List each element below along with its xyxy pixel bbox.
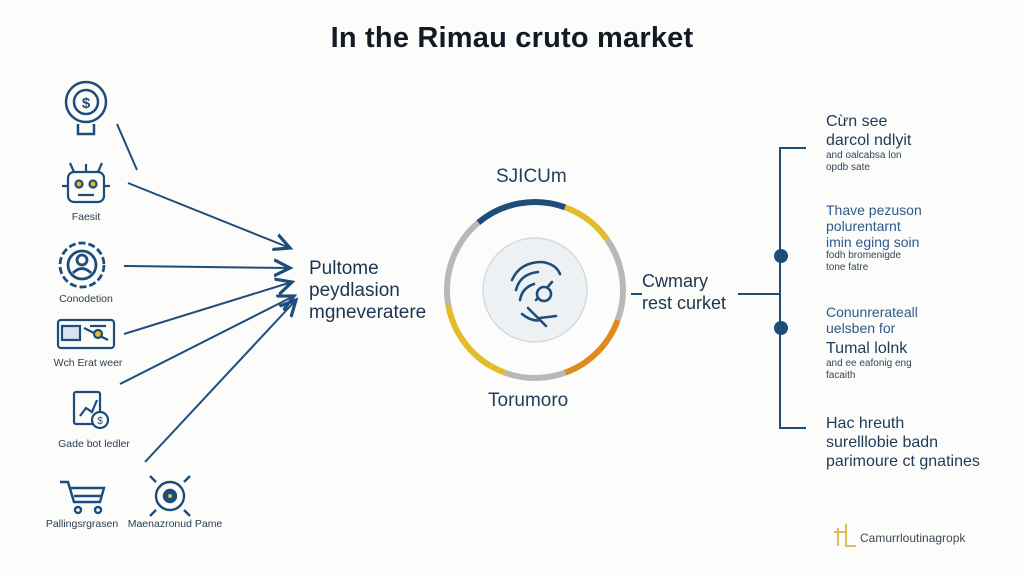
right-bracket (738, 147, 806, 429)
wallet-icon (56, 318, 116, 350)
ring-side-line: rest curket (642, 293, 727, 313)
right-block-detail: fodh bromenigde (826, 250, 902, 261)
center-text-block: Pultome peydlasion mgneveratere (309, 258, 426, 324)
target-icon (149, 475, 191, 517)
right-block-heading: Cừn see (826, 113, 888, 130)
right-block-heading: Tumal lolnk (826, 340, 908, 357)
svg-text:$: $ (82, 95, 91, 112)
ring-segment (564, 319, 621, 376)
icon-label-user-gear: Conodetion (59, 293, 113, 305)
icon-label-robot: Faesit (71, 211, 101, 223)
center-text-line: peydlasion (309, 280, 400, 301)
robot-icon (62, 162, 110, 204)
right-block-heading: darcol ndlyit (826, 132, 912, 149)
right-block-heading: Thave pezuson (826, 202, 922, 218)
ring-segment (476, 199, 567, 225)
center-text-line: Pultome (309, 258, 379, 279)
ring-segment (489, 363, 506, 376)
icon-label-target: Maenazronud Pame (127, 518, 223, 530)
right-block-detail: tone fatre (826, 262, 869, 273)
dollar-gear-icon: $ (64, 80, 108, 136)
right-block-heading: imin eging soin (826, 234, 920, 250)
right-block-detail: and ee eafonig eng (826, 358, 912, 369)
right-block-1: Cừn see darcol ndlyit and oalcabsa lon o… (826, 112, 911, 174)
document-chart-icon: $ (72, 390, 110, 430)
ring-segment (445, 304, 493, 369)
user-gear-icon (58, 241, 106, 289)
right-block-heading: surelllobie badn (826, 434, 939, 451)
brand-logo-icon (834, 524, 856, 547)
market-ring (444, 199, 626, 381)
ring-segment (563, 204, 610, 242)
page-title: In the Rimau cruto market (330, 22, 694, 54)
ring-inner-disc (482, 237, 588, 343)
icon-label-document: Gade bot ledler (58, 438, 130, 450)
right-block-detail: and oalcabsa lon (826, 150, 902, 161)
connector-arrows (116, 123, 296, 463)
right-block-heading: polurentarnt (826, 218, 901, 234)
right-block-heading: Hac hreuth (826, 415, 905, 432)
right-block-4: Hac hreuth surelllobie badn parimoure ct… (826, 414, 980, 471)
center-text-line: mgneveratere (309, 302, 427, 323)
ring-segment (604, 237, 626, 322)
ring-top-label: SJICUm (496, 166, 567, 187)
right-block-detail: opdb sate (826, 162, 870, 173)
right-block-heading: Conunrerateall (826, 304, 918, 320)
right-block-heading: parimoure ct gnatines (826, 453, 980, 470)
ring-side-line: Cwmary (642, 271, 708, 291)
cart-icon (60, 480, 106, 515)
svg-text:$: $ (97, 416, 103, 427)
right-block-heading: uelsben for (826, 320, 896, 336)
ring-segment (444, 220, 481, 306)
ring-bottom-label: Torumoro (488, 390, 569, 411)
ring-side-text: Cwmary rest curket (642, 270, 726, 314)
brand-name: Camurrloutinagropk (860, 531, 966, 545)
icon-label-wallet: Wch Erat weer (53, 357, 123, 369)
crypto-tools-icon (510, 260, 562, 328)
right-block-2: Thave pezuson polurentarnt imin eging so… (826, 202, 922, 274)
right-block-detail: facaith (826, 370, 856, 381)
ring-segment (503, 369, 567, 381)
right-block-3: Conunrerateall uelsben for Tumal lolnk a… (826, 304, 918, 382)
icon-label-cart: Pallingsrgrasen (45, 518, 119, 530)
